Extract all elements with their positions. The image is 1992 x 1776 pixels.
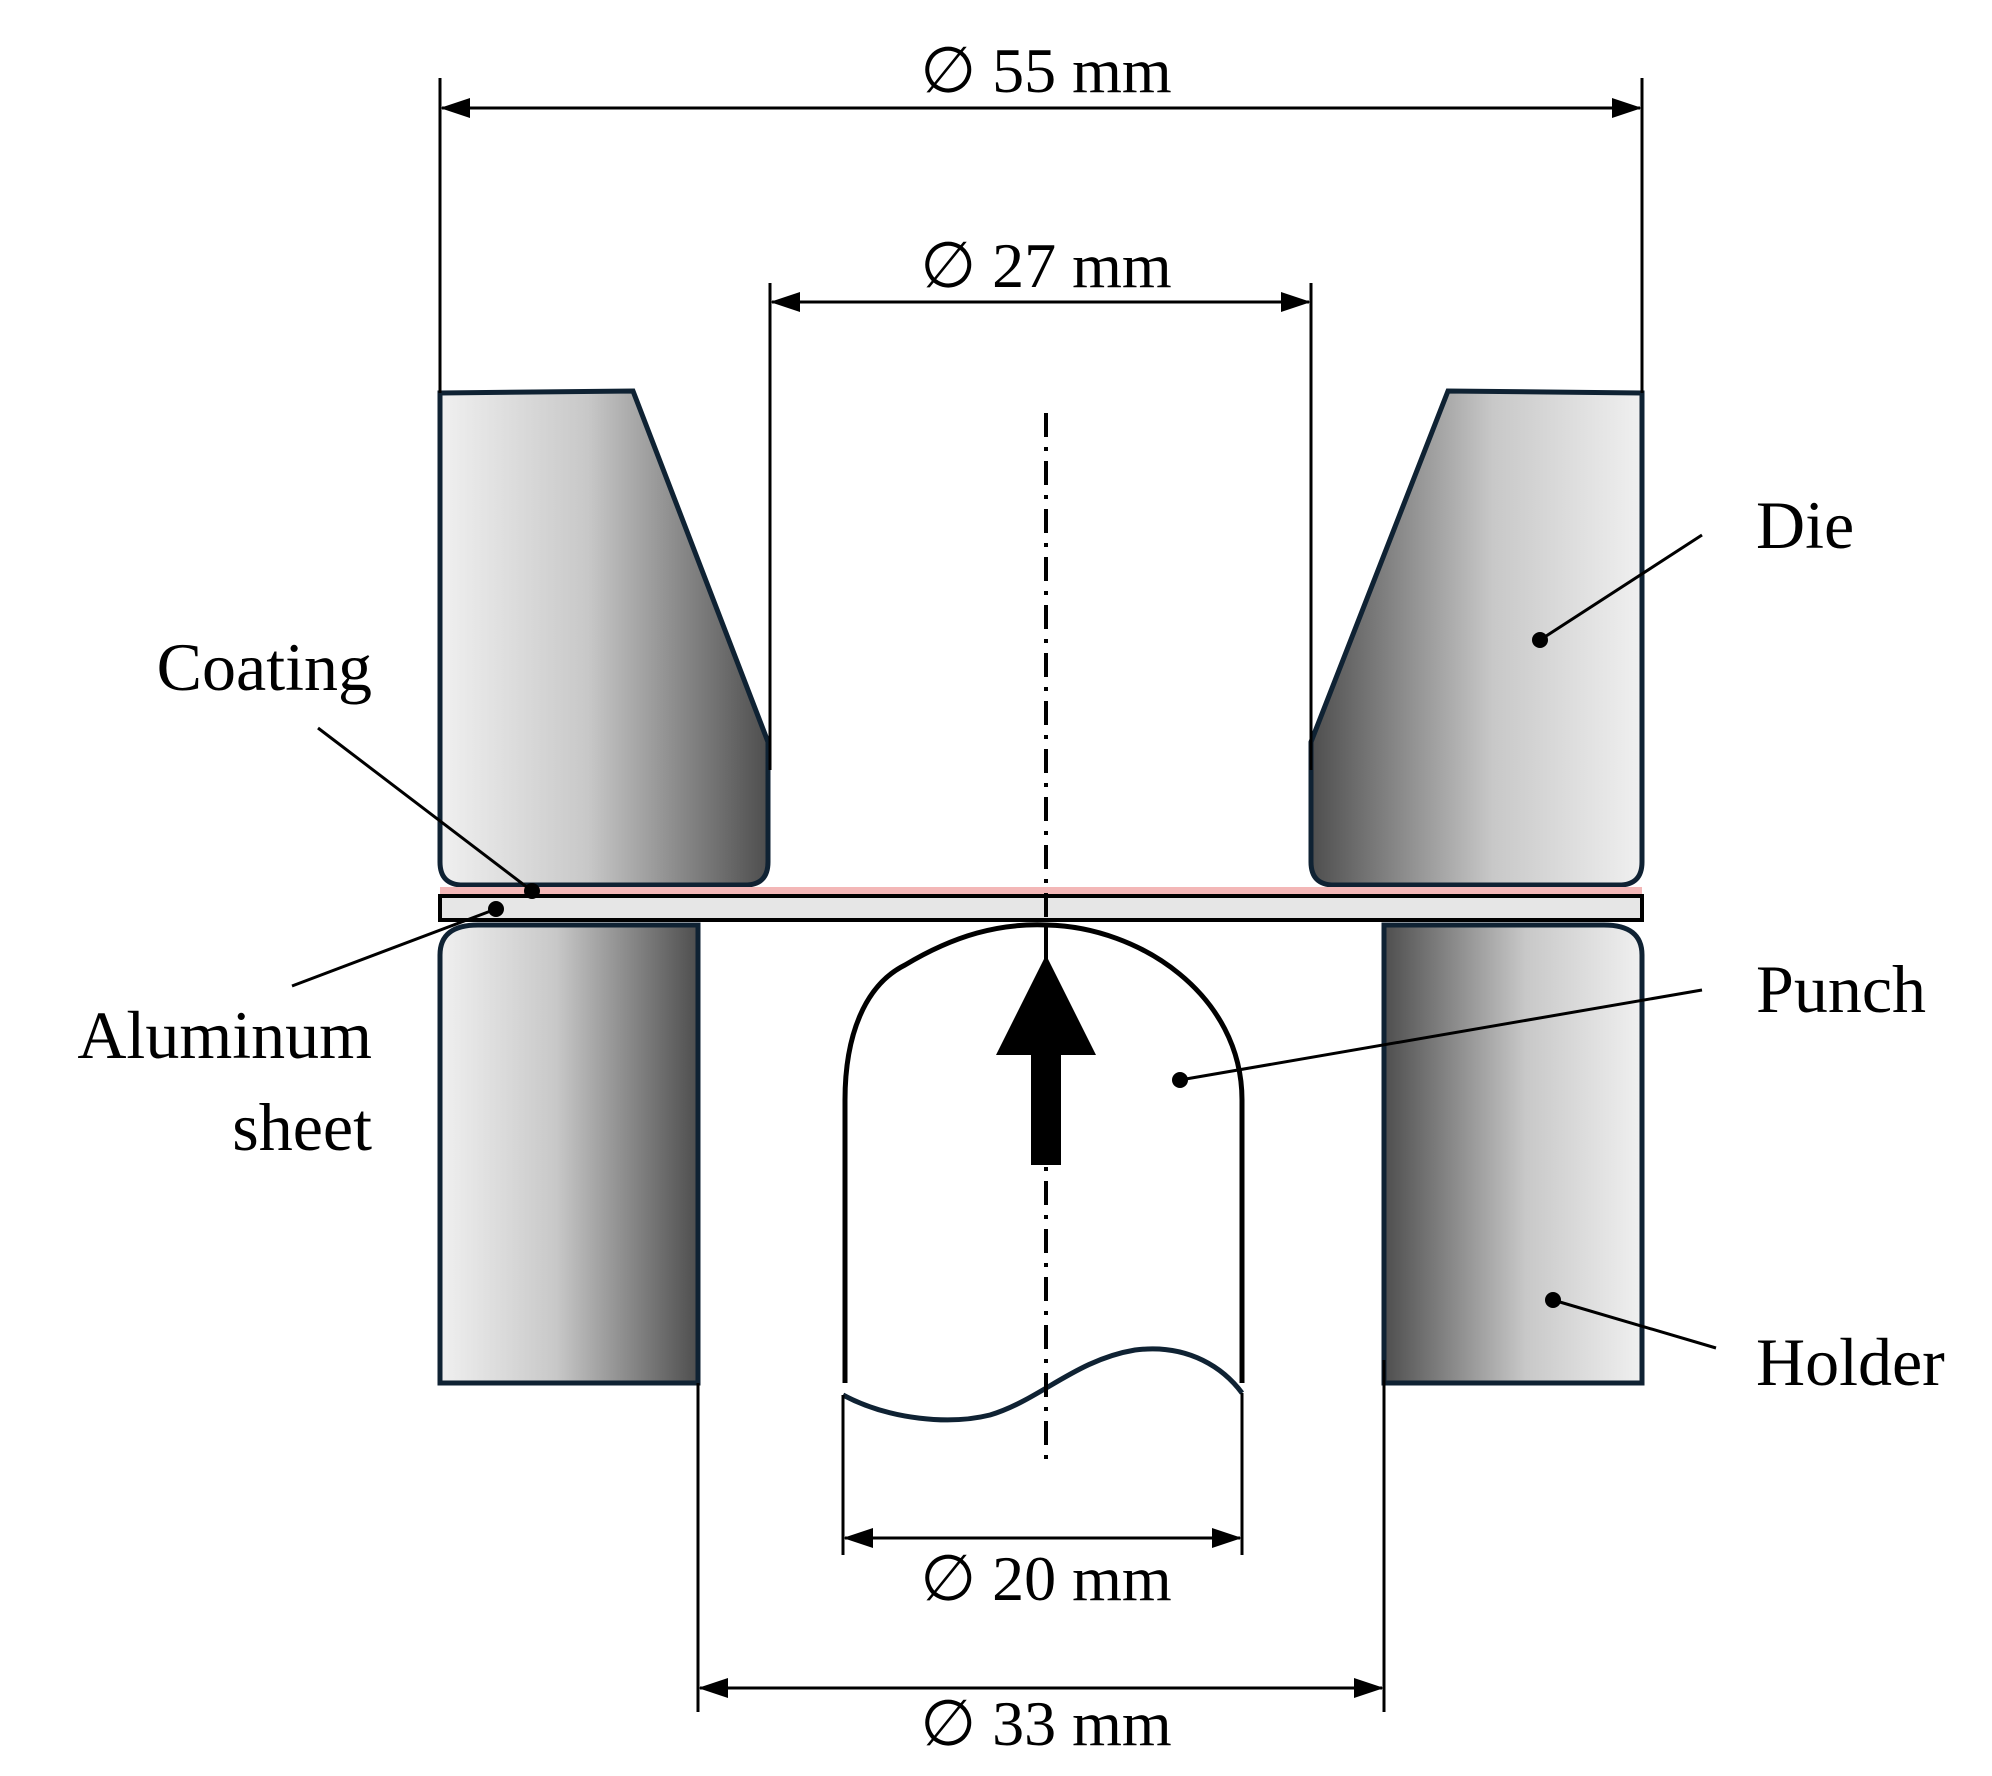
leader-holder [1545, 1292, 1717, 1350]
die-opening-diameter-label: ∅ 27 mm [920, 230, 1171, 301]
holder-label: Holder [1756, 1324, 1945, 1400]
die-outer-diameter-label: ∅ 55 mm [920, 35, 1171, 106]
punch-break-line [841, 1346, 1245, 1423]
leader-aluminum-sheet [291, 901, 504, 988]
dimension-holder-opening: ∅ 33 mm [696, 1360, 1386, 1759]
leader-punch [1172, 988, 1703, 1088]
dimension-die-outer: ∅ 55 mm [438, 35, 1644, 393]
motion-arrow-head [996, 955, 1096, 1055]
coating-layer [440, 887, 1642, 895]
die-label: Die [1756, 487, 1854, 563]
holder-left [437, 922, 701, 1386]
dimension-punch: ∅ 20 mm [841, 1393, 1244, 1614]
leader-coating [317, 726, 540, 899]
holder-right [1381, 922, 1645, 1386]
holder-opening-diameter-label: ∅ 33 mm [920, 1688, 1171, 1759]
aluminum-sheet [438, 894, 1644, 922]
leader-die [1532, 533, 1703, 648]
punch-label: Punch [1756, 951, 1926, 1027]
coating-label: Coating [157, 629, 372, 705]
die-right [1308, 388, 1645, 888]
motion-arrow-shaft [1031, 1045, 1061, 1165]
dimension-die-opening: ∅ 27 mm [768, 230, 1313, 770]
aluminum-sheet-label-line2: sheet [232, 1089, 372, 1165]
die-left [437, 388, 771, 888]
punch-diameter-label: ∅ 20 mm [920, 1543, 1171, 1614]
aluminum-sheet-label-line1: Aluminum [77, 997, 372, 1073]
